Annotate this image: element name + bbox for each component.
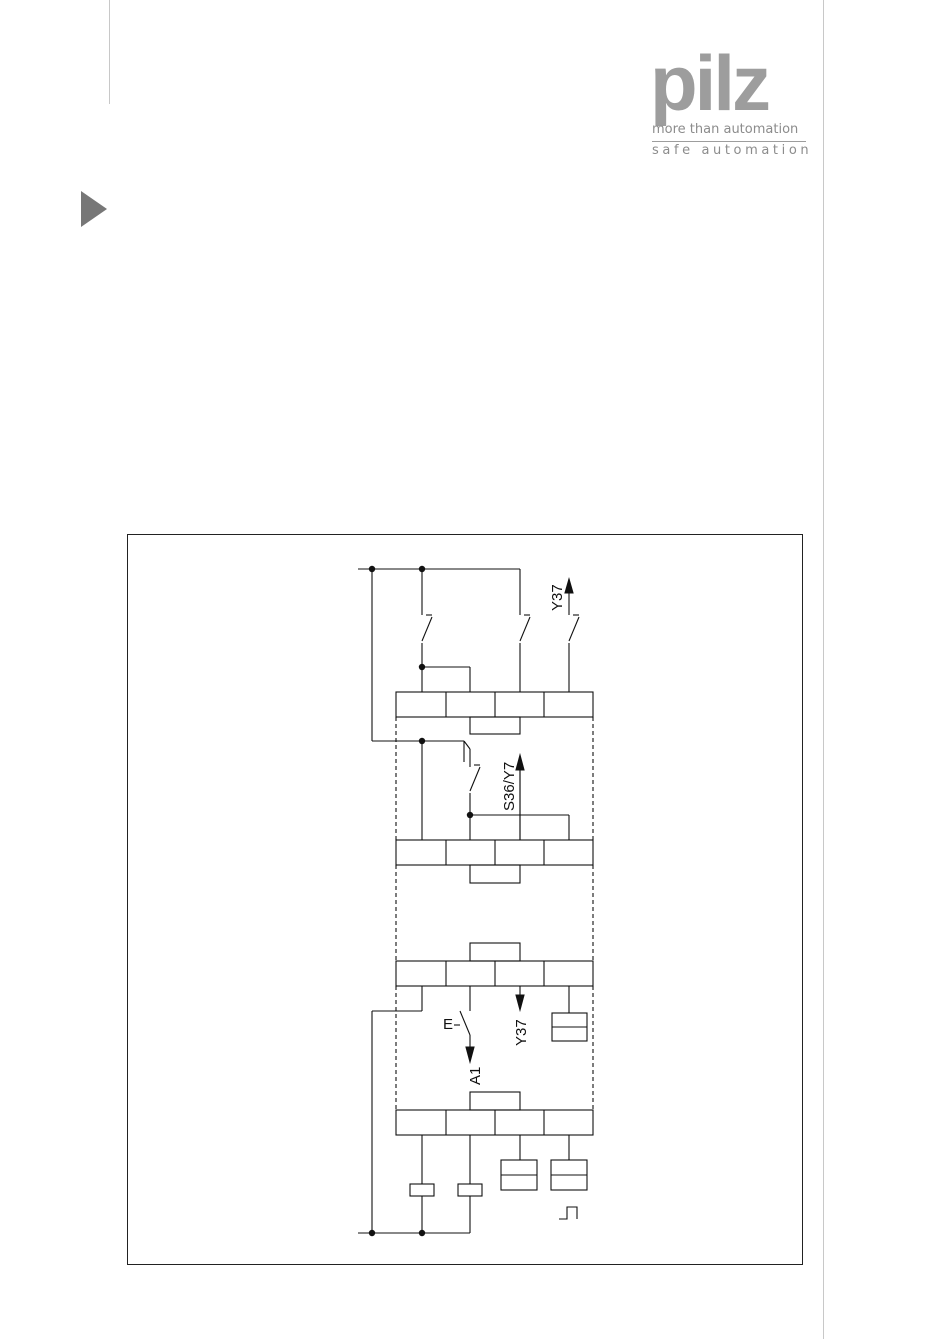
label-y37-top: Y37 xyxy=(549,584,566,611)
wiring-diagram: Y37 S36/Y7 Y37 A1 E xyxy=(127,534,803,1265)
label-a1: A1 xyxy=(467,1067,484,1085)
pilz-logo: pilz more than automation safe automatio… xyxy=(650,44,810,162)
logo-tagline-divider xyxy=(652,141,806,142)
logo-tagline-secondary: safe automation xyxy=(652,143,812,158)
label-e: E xyxy=(443,1016,453,1033)
label-y37-bottom: Y37 xyxy=(513,1019,530,1046)
logo-tagline-primary: more than automation xyxy=(652,122,798,137)
triangle-right-icon xyxy=(81,191,107,227)
page-margin-line-right xyxy=(823,0,824,1339)
wiring-diagram-drawing: Y37 S36/Y7 Y37 A1 E xyxy=(128,535,804,1266)
logo-wordmark: pilz xyxy=(650,44,768,122)
page-margin-line-left xyxy=(109,0,110,104)
label-s36-y7: S36/Y7 xyxy=(501,762,518,811)
